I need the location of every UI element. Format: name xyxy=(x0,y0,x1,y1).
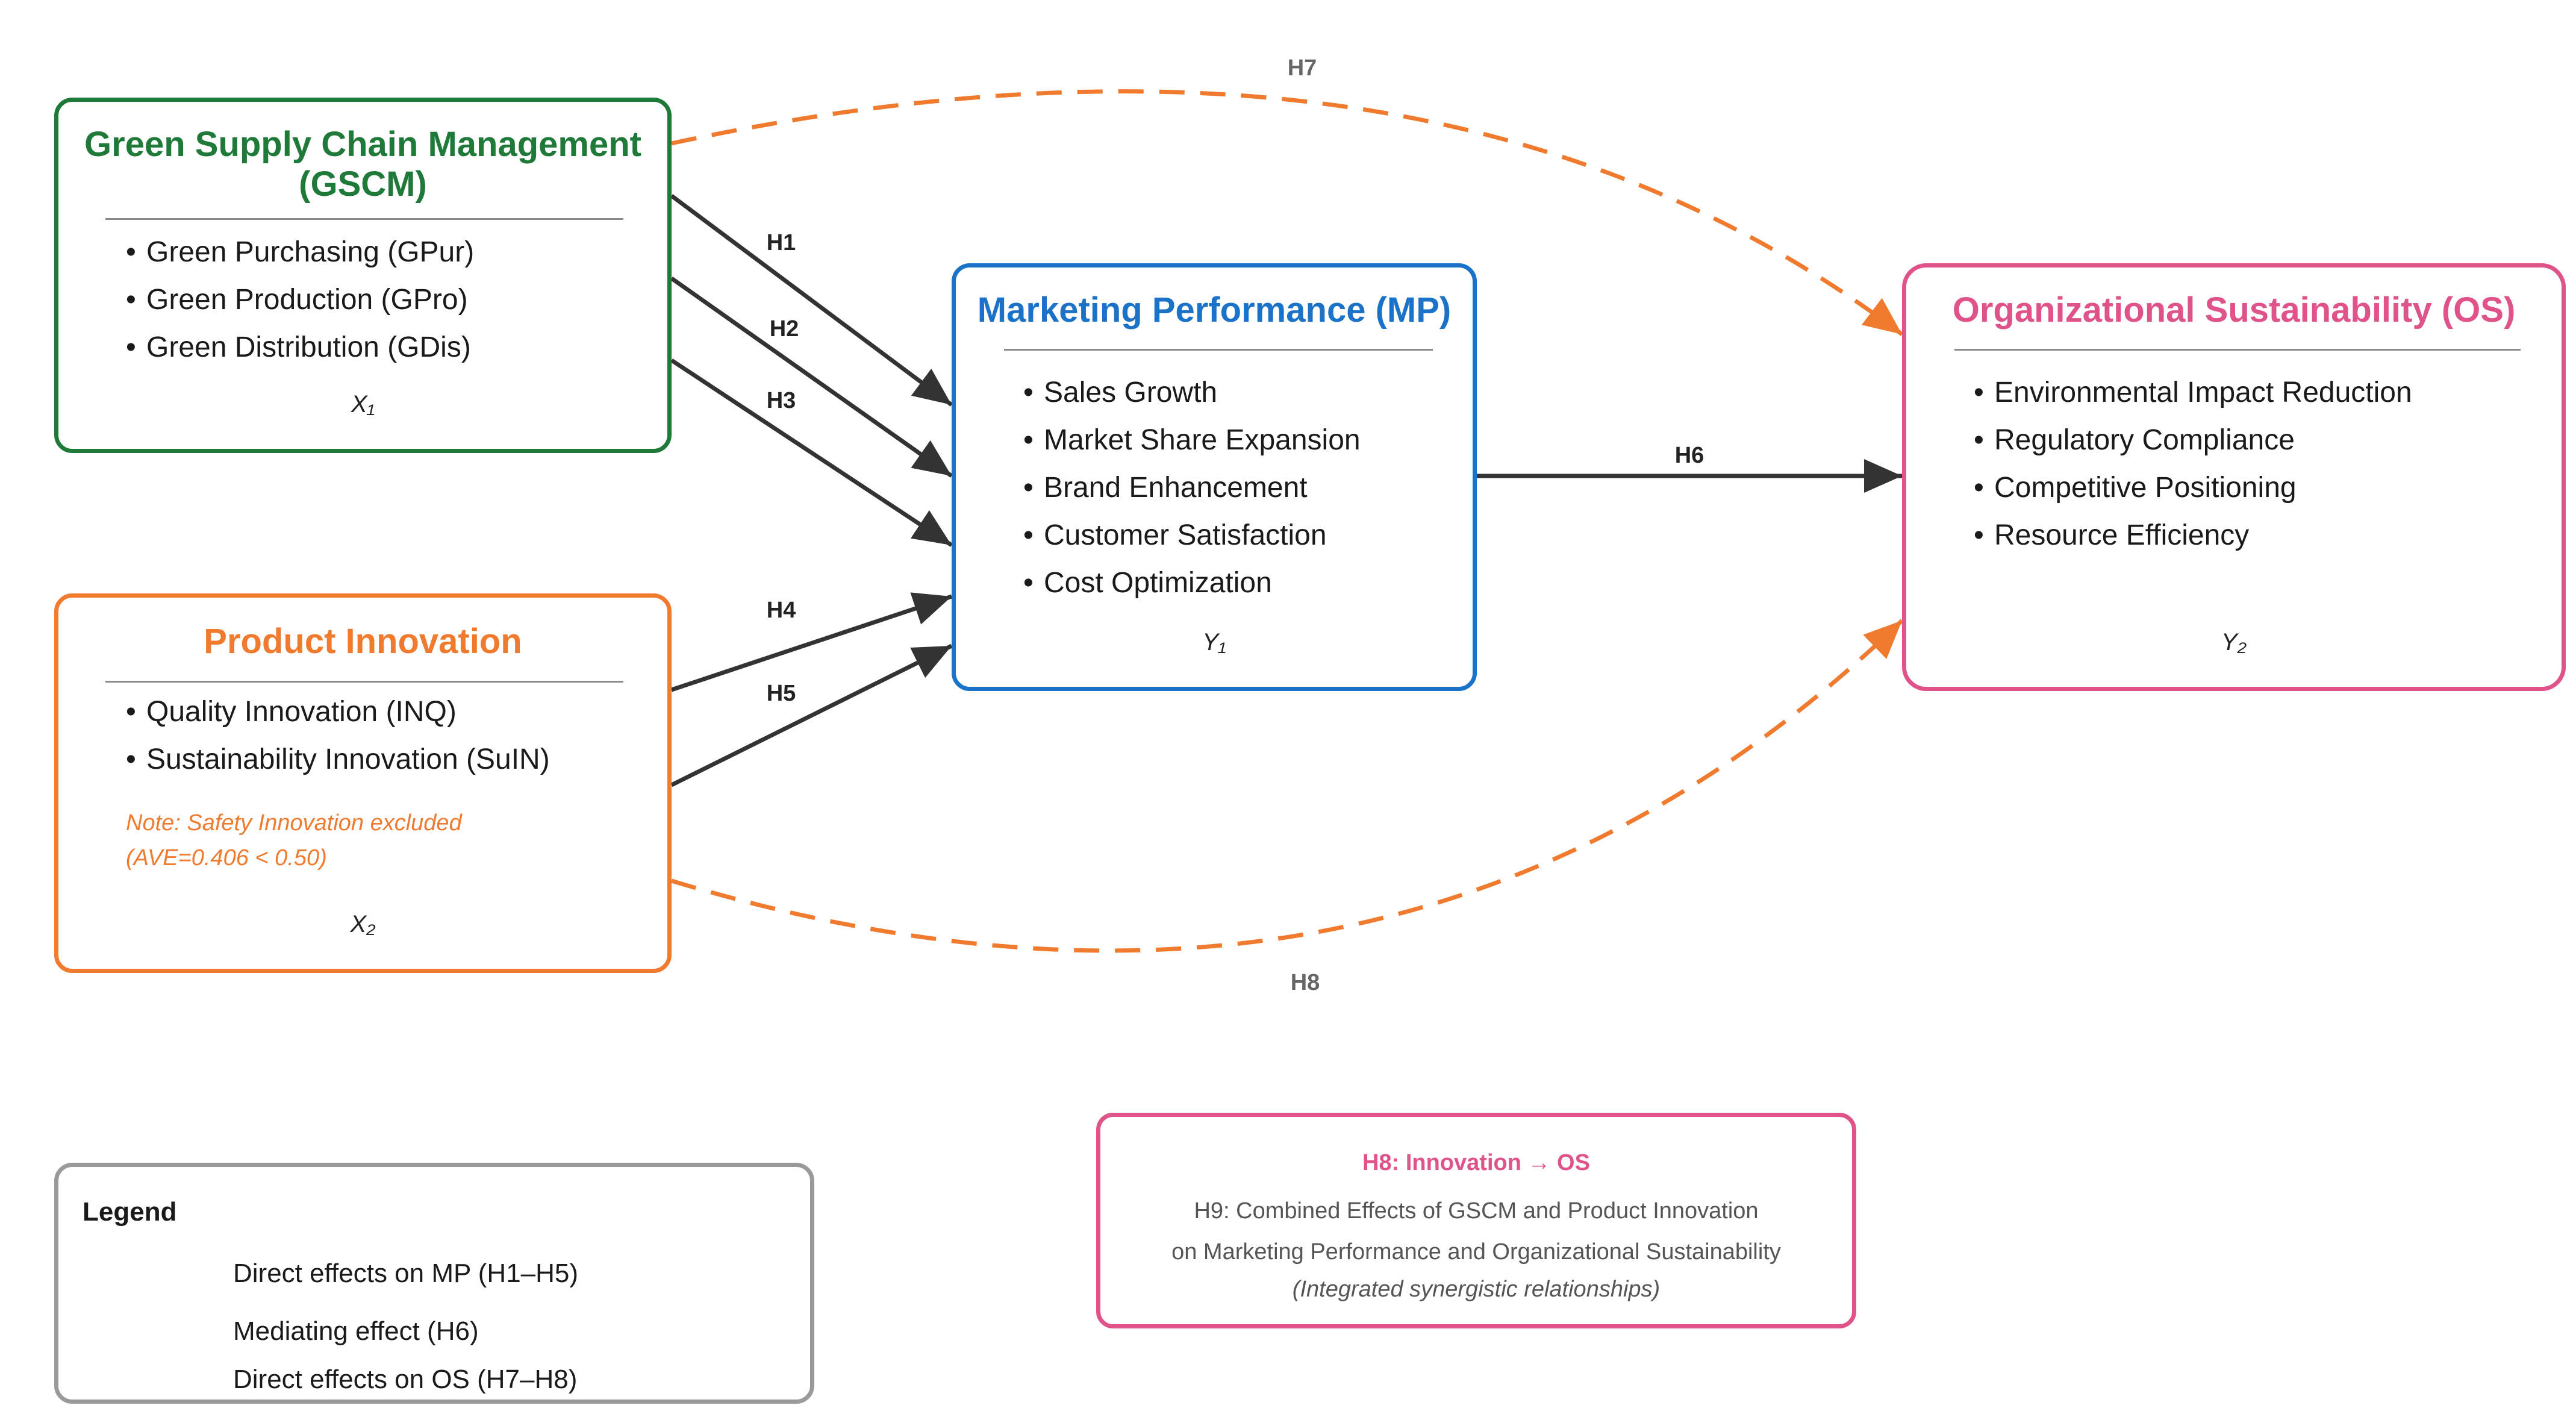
innovation-item-list: •Quality Innovation (INQ) •Sustainabilit… xyxy=(126,688,550,783)
os-box: Organizational Sustainability (OS) •Envi… xyxy=(1902,263,2566,691)
list-item: •Green Production (GPro) xyxy=(126,284,468,316)
h2-arrow xyxy=(670,277,953,478)
h1-label: H1 xyxy=(767,230,796,255)
list-item: •Environmental Impact Reduction xyxy=(1974,377,2412,408)
legend-title: Legend xyxy=(83,1197,177,1227)
list-item: •Market Share Expansion xyxy=(1023,424,1361,456)
list-item: •Regulatory Compliance xyxy=(1974,424,2295,456)
legend-box: Legend Direct effects on MP (H1–H5) Medi… xyxy=(54,1163,814,1404)
innovation-note-line1: Note: Safety Innovation excluded xyxy=(126,810,462,836)
mp-item-list: •Sales Growth •Market Share Expansion •B… xyxy=(1023,369,1361,607)
innovation-note: Note: Safety Innovation excluded (AVE=0.… xyxy=(126,805,462,875)
os-title: Organizational Sustainability (OS) xyxy=(1952,290,2516,330)
legend-label-mediating: Mediating effect (H6) xyxy=(233,1316,479,1346)
list-item: •Customer Satisfaction xyxy=(1023,519,1327,551)
synergy-box: H8: Innovation → OS H9: Combined Effects… xyxy=(1096,1113,1856,1328)
list-item: •Cost Optimization xyxy=(1023,567,1272,599)
os-item-list: •Environmental Impact Reduction •Regulat… xyxy=(1974,369,2412,559)
list-item: •Sustainability Innovation (SuIN) xyxy=(126,743,550,775)
synergy-line2: on Marketing Performance and Organizatio… xyxy=(1171,1239,1781,1265)
innovation-divider xyxy=(105,681,623,683)
gscm-title-line2: (GSCM) xyxy=(299,164,427,204)
h3-arrow xyxy=(670,358,953,547)
legend-label-direct-mp: Direct effects on MP (H1–H5) xyxy=(233,1259,579,1288)
mp-variable: Y₁ xyxy=(1202,629,1226,655)
h3-label: H3 xyxy=(767,388,796,413)
mp-box: Marketing Performance (MP) •Sales Growth… xyxy=(952,263,1477,691)
list-item: •Quality Innovation (INQ) xyxy=(126,696,457,728)
h5-label: H5 xyxy=(767,681,796,706)
h8-dashed-arrow xyxy=(670,619,1904,953)
list-item: •Brand Enhancement xyxy=(1023,472,1308,504)
gscm-divider xyxy=(105,218,623,220)
innovation-box: Product Innovation •Quality Innovation (… xyxy=(54,593,672,973)
gscm-variable: X₁ xyxy=(351,391,375,418)
list-item: •Resource Efficiency xyxy=(1974,519,2250,551)
gscm-title-line1: Green Supply Chain Management xyxy=(84,125,641,164)
gscm-item-list: •Green Purchasing (GPur) •Green Producti… xyxy=(126,228,474,371)
synergy-line1: H9: Combined Effects of GSCM and Product… xyxy=(1194,1198,1759,1224)
mp-divider xyxy=(1004,349,1433,351)
list-item: •Green Purchasing (GPur) xyxy=(126,236,475,268)
os-divider xyxy=(1954,349,2521,351)
h4-arrow xyxy=(670,592,953,692)
synergy-line3: (Integrated synergistic relationships) xyxy=(1292,1277,1661,1302)
h8-label: H8 xyxy=(1291,970,1320,995)
os-variable: Y₂ xyxy=(2221,629,2247,655)
h1-arrow xyxy=(670,194,953,407)
h7-dashed-arrow xyxy=(671,89,1904,336)
h6-label: H6 xyxy=(1675,443,1704,468)
h5-arrow xyxy=(670,643,953,787)
h2-label: H2 xyxy=(770,316,799,342)
innovation-note-line2: (AVE=0.406 < 0.50) xyxy=(126,845,327,871)
gscm-title: Green Supply Chain Management (GSCM) xyxy=(58,125,667,204)
synergy-heading: H8: Innovation → OS xyxy=(1362,1150,1590,1175)
h4-label: H4 xyxy=(767,598,796,623)
innovation-title: Product Innovation xyxy=(204,622,522,661)
gscm-box: Green Supply Chain Management (GSCM) •Gr… xyxy=(54,98,672,453)
innovation-variable: X₂ xyxy=(350,911,376,937)
mp-title: Marketing Performance (MP) xyxy=(977,290,1452,330)
h7-label: H7 xyxy=(1288,55,1317,81)
legend-label-direct-os: Direct effects on OS (H7–H8) xyxy=(233,1365,578,1394)
list-item: •Sales Growth xyxy=(1023,377,1218,408)
list-item: •Green Distribution (GDis) xyxy=(126,331,471,363)
list-item: •Competitive Positioning xyxy=(1974,472,2297,504)
